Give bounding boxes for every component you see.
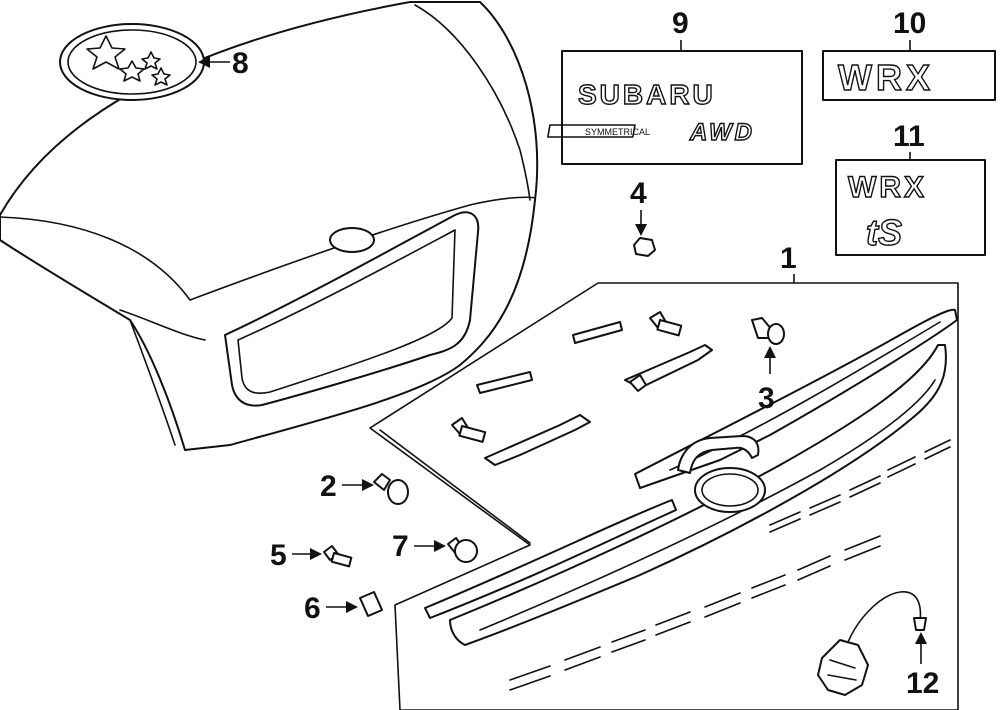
callout-10: 10 — [893, 7, 926, 51]
callout-10-label: 10 — [893, 7, 926, 40]
symmetrical-text: SYMMETRICAL — [585, 127, 650, 137]
callout-12-label: 12 — [906, 667, 939, 700]
bolt-5 — [323, 545, 353, 568]
bolt-3 — [751, 317, 785, 345]
callout-7-label: 7 — [392, 530, 409, 563]
callout-5-label: 5 — [270, 539, 287, 572]
subaru-oval-emblem — [59, 23, 205, 101]
callout-6: 6 — [304, 592, 358, 625]
bolt-7 — [447, 537, 478, 563]
ts-text: tS — [866, 212, 902, 253]
callout-11-label: 11 — [893, 120, 925, 153]
callout-11: 11 — [893, 120, 925, 160]
wrx-text-10: WRX — [838, 57, 934, 98]
license-lamp-socket — [817, 591, 927, 696]
callout-2: 2 — [320, 470, 374, 503]
callout-3-label: 3 — [758, 382, 775, 415]
callout-8: 8 — [198, 47, 249, 80]
trunk-lid — [0, 1, 539, 451]
subaru-text: SUBARU — [578, 79, 716, 110]
awd-text: AWD — [689, 119, 755, 146]
bolt-2 — [373, 473, 409, 505]
nut-6 — [359, 591, 383, 617]
subaru-awd-emblem: SUBARU SYMMETRICAL AWD — [547, 50, 803, 165]
callout-1: 1 — [780, 242, 797, 283]
callout-1-label: 1 — [780, 242, 797, 275]
clip-4 — [633, 237, 656, 257]
callout-4-label: 4 — [630, 177, 647, 210]
callout-3: 3 — [758, 346, 776, 415]
wrx-text-11: WRX — [848, 171, 927, 204]
wrx-emblem: WRX — [822, 50, 996, 101]
garnish-assembly — [369, 282, 959, 710]
callout-4: 4 — [630, 177, 647, 236]
callout-5: 5 — [270, 539, 322, 572]
callout-8-label: 8 — [232, 47, 249, 80]
callout-12: 12 — [906, 632, 939, 700]
wrx-ts-emblem: WRX tS — [835, 159, 986, 256]
callout-6-label: 6 — [304, 592, 321, 625]
callout-2-label: 2 — [320, 470, 337, 503]
callout-7: 7 — [392, 530, 446, 563]
callout-9-label: 9 — [672, 7, 689, 40]
callout-9: 9 — [672, 7, 689, 51]
